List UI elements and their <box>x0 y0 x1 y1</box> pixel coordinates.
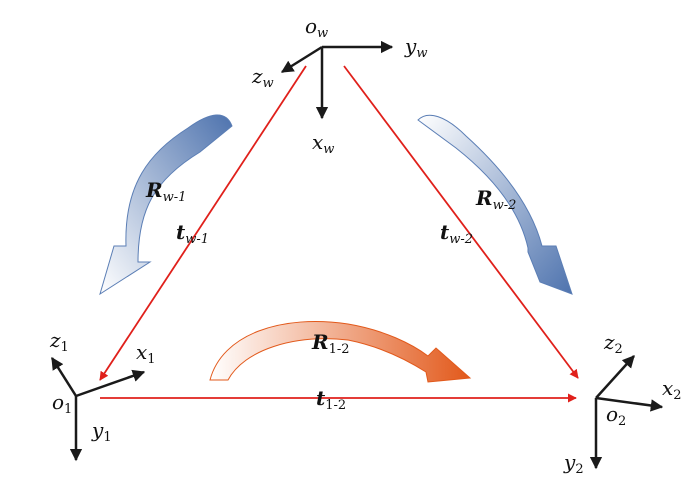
translation-label-12: t1-2 <box>316 386 347 413</box>
translation-label-w2: tw-2 <box>440 220 474 247</box>
translation-arrow-w1 <box>99 65 307 381</box>
cam2-axis-z <box>595 355 635 399</box>
cam1-z-label: z1 <box>50 328 69 355</box>
rotation-label-w2: Rw-2 <box>476 186 517 213</box>
rotation-label-w1: Rw-1 <box>146 178 187 205</box>
world-y-label: yw <box>405 34 428 61</box>
world-x-label: xw <box>312 130 335 157</box>
cam2-axis-x <box>595 396 664 412</box>
cam2-x-label: x2 <box>662 376 682 403</box>
cam2-origin-label: o2 <box>606 402 627 429</box>
cam1-y-label: y1 <box>92 418 112 445</box>
cam1-axis-z <box>50 356 78 397</box>
cam1-origin-label: o1 <box>52 390 73 417</box>
cam2-y-label: y2 <box>564 450 584 477</box>
cam1-x-label: x1 <box>136 340 156 367</box>
world-origin-label: ow <box>305 14 329 41</box>
world-axis-z <box>280 45 323 74</box>
world-z-label: zw <box>252 64 274 91</box>
rotation-arrow-12 <box>209 321 472 383</box>
rotation-arrow-w2 <box>417 114 573 295</box>
translation-arrow-w2 <box>343 65 579 379</box>
cam2-z-label: z2 <box>604 330 623 357</box>
rotation-arrow-w1 <box>99 114 233 296</box>
cam1-axis-x <box>75 369 146 398</box>
rotation-label-12: R1-2 <box>312 330 350 357</box>
translation-label-w1: tw-1 <box>176 220 210 247</box>
